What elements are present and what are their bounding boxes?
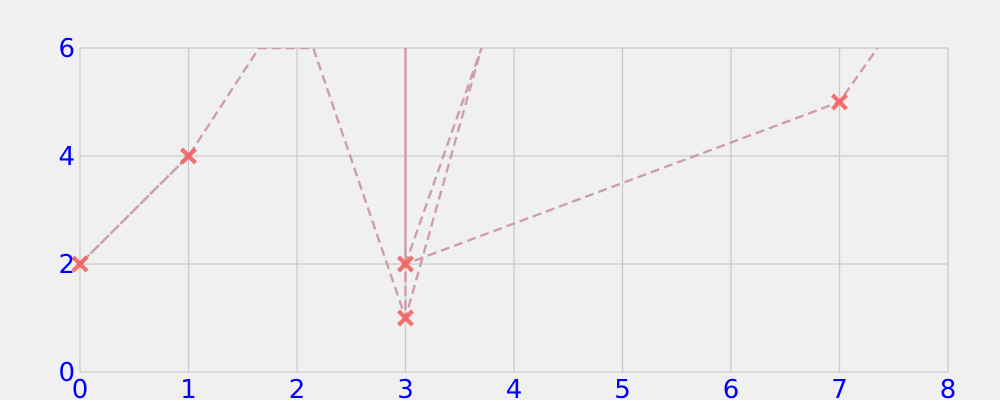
y-tick-label: 6 bbox=[58, 34, 75, 64]
y-tick-label: 4 bbox=[58, 142, 75, 172]
data-point-marker bbox=[831, 93, 848, 111]
marker-stroke bbox=[71, 255, 89, 273]
data-point-marker bbox=[71, 255, 89, 273]
marker-stroke bbox=[831, 93, 848, 111]
x-tick-label: 0 bbox=[72, 375, 89, 400]
x-tick-label: 8 bbox=[940, 375, 957, 400]
series-line bbox=[79, 48, 879, 319]
grid bbox=[79, 47, 949, 373]
plot-area bbox=[71, 48, 879, 327]
data-point-marker bbox=[397, 309, 414, 327]
x-tick-label: 7 bbox=[831, 375, 848, 400]
x-tick-label: 5 bbox=[614, 375, 631, 400]
data-point-marker bbox=[397, 255, 414, 273]
y-tick-label: 0 bbox=[58, 358, 75, 388]
x-tick-label: 6 bbox=[723, 375, 740, 400]
tick-labels: 0 1 2 3 4 5 6 7 8 0 2 4 6 bbox=[58, 34, 956, 400]
x-tick-label: 1 bbox=[180, 375, 197, 400]
marker-stroke bbox=[397, 309, 414, 327]
y-tick-label: 2 bbox=[58, 250, 75, 280]
marker-stroke bbox=[180, 147, 197, 165]
marker-stroke bbox=[397, 255, 414, 273]
x-tick-label: 2 bbox=[289, 375, 306, 400]
data-point-marker bbox=[180, 147, 197, 165]
x-tick-label: 3 bbox=[397, 375, 414, 400]
x-tick-label: 4 bbox=[506, 375, 523, 400]
